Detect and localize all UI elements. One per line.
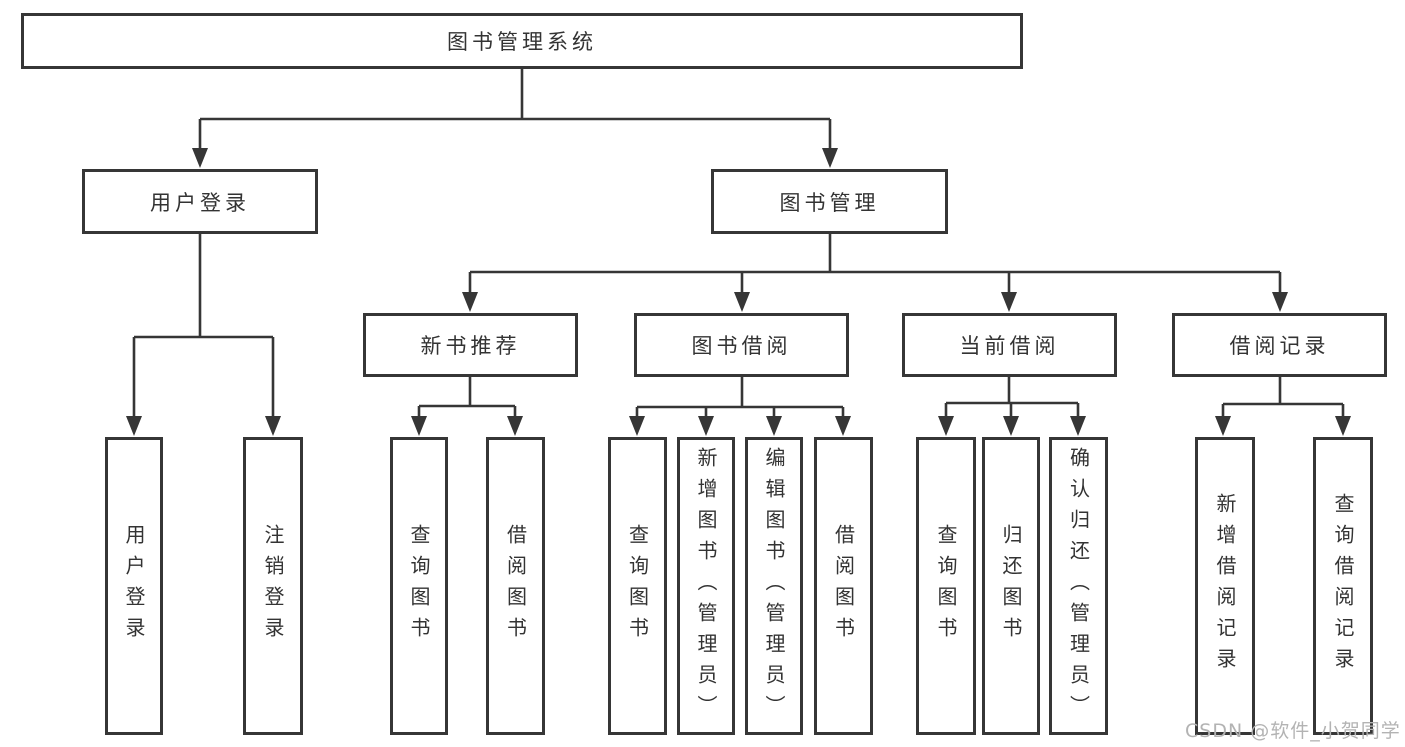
- arrowhead-icons: [126, 148, 1351, 436]
- node-label: 新增借阅记录: [1213, 493, 1237, 679]
- node-label: 编辑图书（管理员）: [762, 446, 786, 726]
- node-leaf-borrow-books-recommend: 借阅图书: [486, 437, 545, 735]
- node-label: 注销登录: [261, 524, 285, 648]
- node-leaf-confirm-return-admin: 确认归还（管理员）: [1049, 437, 1108, 735]
- node-current-borrow: 当前借阅: [902, 313, 1117, 377]
- node-leaf-query-books-borrow: 查询图书: [608, 437, 667, 735]
- node-label: 图书管理: [779, 190, 880, 215]
- node-label: 用户登录: [122, 524, 146, 648]
- node-book-borrow: 图书借阅: [634, 313, 849, 377]
- node-library-management-system: 图书管理系统: [21, 13, 1023, 69]
- node-label: 图书借阅: [691, 334, 792, 358]
- node-label: 确认归还（管理员）: [1066, 446, 1091, 726]
- node-leaf-query-books-current: 查询图书: [916, 437, 976, 735]
- node-label: 归还图书: [999, 524, 1023, 648]
- node-leaf-add-borrow-record: 新增借阅记录: [1195, 437, 1255, 735]
- node-label: 用户登录: [150, 190, 250, 215]
- node-label: 新增图书（管理员）: [694, 446, 718, 726]
- node-user-login: 用户登录: [82, 169, 318, 234]
- node-label: 查询图书: [934, 524, 958, 648]
- node-label: 图书管理系统: [447, 30, 597, 54]
- node-borrow-records: 借阅记录: [1172, 313, 1387, 377]
- node-label: 当前借阅: [959, 334, 1060, 358]
- node-label: 借阅图书: [503, 524, 528, 648]
- node-leaf-logout: 注销登录: [243, 437, 303, 735]
- node-label: 查询借阅记录: [1331, 493, 1355, 679]
- node-label: 借阅记录: [1229, 334, 1330, 358]
- node-leaf-query-borrow-record: 查询借阅记录: [1313, 437, 1373, 735]
- node-leaf-query-books-recommend: 查询图书: [390, 437, 448, 735]
- node-leaf-edit-books-admin: 编辑图书（管理员）: [745, 437, 803, 735]
- node-book-management: 图书管理: [711, 169, 948, 234]
- watermark-text: CSDN @软件_小贺同学: [1185, 720, 1401, 742]
- node-new-book-recommend: 新书推荐: [363, 313, 578, 377]
- node-label: 查询图书: [407, 524, 431, 648]
- node-leaf-add-books-admin: 新增图书（管理员）: [677, 437, 735, 735]
- node-label: 借阅图书: [831, 524, 856, 648]
- node-label: 查询图书: [625, 524, 650, 648]
- node-leaf-return-books: 归还图书: [982, 437, 1040, 735]
- node-leaf-borrow-books: 借阅图书: [814, 437, 873, 735]
- node-leaf-user-login: 用户登录: [105, 437, 163, 735]
- node-label: 新书推荐: [420, 334, 521, 358]
